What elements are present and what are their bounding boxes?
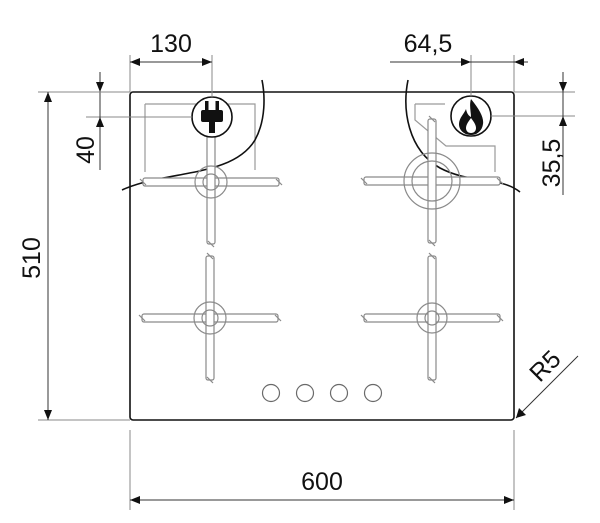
burner-ring (403, 152, 461, 210)
dim-overall-width: 600 (301, 468, 343, 496)
burner-grate (360, 115, 504, 247)
cooktop-layout (138, 115, 504, 384)
plug-icon (191, 96, 233, 138)
dim-gas-offset-y: 35,5 (538, 139, 566, 188)
control-knob (363, 383, 383, 403)
burner-ring (194, 165, 228, 199)
hob-outline (129, 91, 515, 421)
dim-corner-radius: R5 (524, 345, 566, 387)
electric-connection-curve (121, 79, 265, 191)
burner-grate (138, 252, 282, 384)
gas-connection-curve (405, 79, 521, 193)
gas-zone-outline (414, 103, 496, 172)
dim-overall-depth: 510 (18, 237, 46, 279)
knob-row (261, 383, 383, 403)
burner-ring (193, 301, 227, 335)
dim-electric-offset-x: 130 (150, 30, 192, 58)
burner-ring (416, 302, 448, 334)
electric-zone-outline (144, 103, 256, 172)
dim-gas-offset-x: 64,5 (404, 30, 453, 58)
control-knob (329, 383, 349, 403)
control-knob (261, 383, 281, 403)
burner-grate (360, 252, 504, 384)
burner-grate (139, 116, 283, 248)
flame-icon (450, 95, 492, 137)
control-knob (295, 383, 315, 403)
dim-electric-offset-y: 40 (72, 136, 100, 164)
